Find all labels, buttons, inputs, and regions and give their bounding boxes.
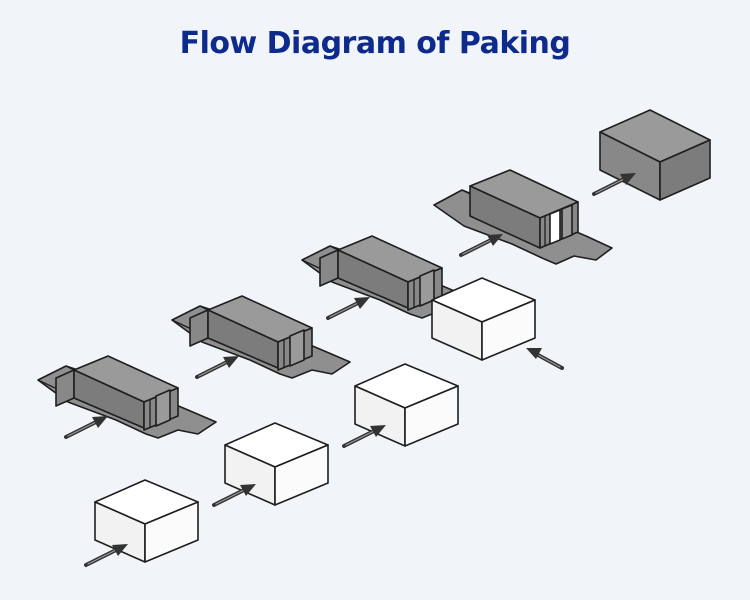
- arrow-carton-1-to-2: [195, 354, 241, 379]
- product-box-1: [94, 479, 199, 563]
- carton-blank-4: [433, 169, 613, 265]
- insert-arrow-product: [526, 348, 564, 370]
- page-title: Flow Diagram of Paking: [179, 26, 571, 61]
- arrow-carton-3-to-4: [459, 232, 505, 257]
- finished-carton: [599, 109, 711, 201]
- carton-blank-1: [37, 355, 217, 439]
- feed-arrow-carton-1: [64, 414, 110, 439]
- carton-blank-2: [171, 295, 351, 379]
- carton-blank-3: [301, 235, 536, 361]
- feed-arrow-box-1: [84, 542, 130, 567]
- arrow-carton-2-to-3: [326, 295, 372, 320]
